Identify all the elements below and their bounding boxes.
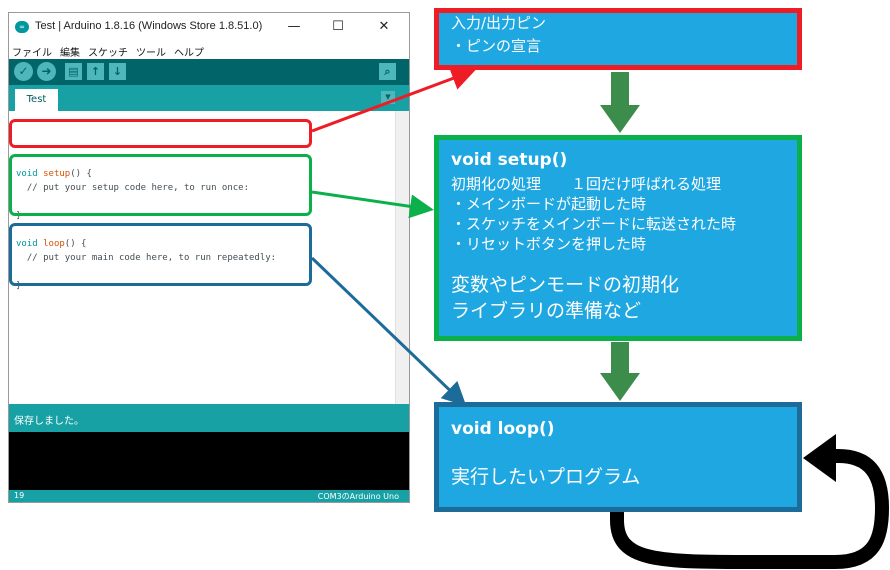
status-bar: 保存しました。 xyxy=(9,404,409,432)
loop-code: void loop() { // put your main code here… xyxy=(16,237,276,293)
setup-box-line-2: ・スケッチをメインボードに転送された時 xyxy=(451,215,737,233)
board-port: COM3のArduino Uno xyxy=(317,492,399,501)
loop-keyword: void xyxy=(16,239,38,249)
setup-region-outline xyxy=(9,154,312,216)
setup-connector-arrow xyxy=(311,190,434,219)
line-number: 19 xyxy=(14,491,25,500)
editor-scrollbar[interactable] xyxy=(395,111,409,404)
toolbar: ✓ ➜ ▤ ↑ ↓ ⌕ xyxy=(9,59,409,85)
arduino-ide-window: ∞ Test | Arduino 1.8.16 (Windows Store 1… xyxy=(8,12,410,503)
loop-open-brace: () { xyxy=(64,239,87,249)
flow-arrow-down-1 xyxy=(600,72,640,133)
setup-keyword: void xyxy=(16,169,38,179)
menu-help[interactable]: ヘルプ xyxy=(174,48,204,59)
tab-test[interactable]: Test xyxy=(15,89,58,111)
loop-back-arrow-head xyxy=(803,434,836,482)
arduino-logo-icon: ∞ xyxy=(15,21,29,33)
setup-box-line-1: ・メインボードが起動した時 xyxy=(451,195,647,213)
upload-icon[interactable]: ➜ xyxy=(37,62,56,81)
loop-box: void loop() 実行したいプログラム xyxy=(434,402,802,512)
menu-file[interactable]: ファイル xyxy=(12,48,52,59)
pins-connector-arrow xyxy=(311,67,476,133)
console-output xyxy=(9,432,409,490)
setup-box-line-3: ・リセットボタンを押した時 xyxy=(451,235,647,253)
maximize-button[interactable]: ☐ xyxy=(332,19,344,34)
footer-bar: 19 COM3のArduino Uno xyxy=(9,490,409,502)
loop-box-body: 実行したいプログラム xyxy=(451,466,641,488)
setup-comment: // put your setup code here, to run once… xyxy=(16,183,249,193)
setup-code: void setup() { // put your setup code he… xyxy=(16,167,249,223)
menu-edit[interactable]: 編集 xyxy=(60,48,80,59)
save-sketch-icon[interactable]: ↓ xyxy=(109,63,126,80)
setup-box-subtitle: 初期化の処理 １回だけ呼ばれる処理 xyxy=(451,175,722,193)
setup-function-name: setup xyxy=(43,169,71,179)
loop-back-arrow xyxy=(610,449,890,569)
loop-function-name: loop xyxy=(43,239,65,249)
code-editor[interactable]: void setup() { // put your setup code he… xyxy=(9,111,409,404)
loop-box-title: void loop() xyxy=(451,419,555,439)
pins-box: 入力/出力ピン ・ピンの宣言 xyxy=(434,8,802,70)
minimize-button[interactable]: — xyxy=(287,19,301,34)
loop-close-brace: } xyxy=(16,281,22,291)
setup-box-extra-1: 変数やピンモードの初期化 xyxy=(451,274,680,296)
pins-region-outline xyxy=(9,119,312,148)
serial-monitor-icon[interactable]: ⌕ xyxy=(379,63,396,80)
flow-arrow-down-2 xyxy=(600,342,640,401)
setup-box: void setup() 初期化の処理 １回だけ呼ばれる処理 ・メインボードが起… xyxy=(434,135,802,341)
setup-open-brace: () { xyxy=(70,169,92,179)
verify-icon[interactable]: ✓ xyxy=(14,62,33,81)
loop-connector-arrow xyxy=(310,256,467,407)
open-sketch-icon[interactable]: ↑ xyxy=(87,63,104,80)
menu-bar: ファイル編集スケッチツールヘルプ xyxy=(9,41,409,59)
menu-sketch[interactable]: スケッチ xyxy=(88,48,128,59)
menu-tools[interactable]: ツール xyxy=(136,48,166,59)
window-title: Test | Arduino 1.8.16 (Windows Store 1.8… xyxy=(35,20,263,32)
new-sketch-icon[interactable]: ▤ xyxy=(65,63,82,80)
setup-box-title: void setup() xyxy=(451,150,568,170)
title-bar: ∞ Test | Arduino 1.8.16 (Windows Store 1… xyxy=(9,13,409,41)
loop-region-outline xyxy=(9,223,312,286)
pins-box-line-1: ・ピンの宣言 xyxy=(451,37,542,55)
pins-box-title: 入力/出力ピン xyxy=(451,14,547,32)
loop-comment: // put your main code here, to run repea… xyxy=(16,253,277,263)
setup-box-extra-2: ライブラリの準備など xyxy=(451,300,642,322)
setup-close-brace: } xyxy=(16,211,22,221)
status-message: 保存しました。 xyxy=(14,416,84,427)
close-button[interactable]: ✕ xyxy=(378,19,390,34)
tab-bar: Test ▼ xyxy=(9,85,409,111)
